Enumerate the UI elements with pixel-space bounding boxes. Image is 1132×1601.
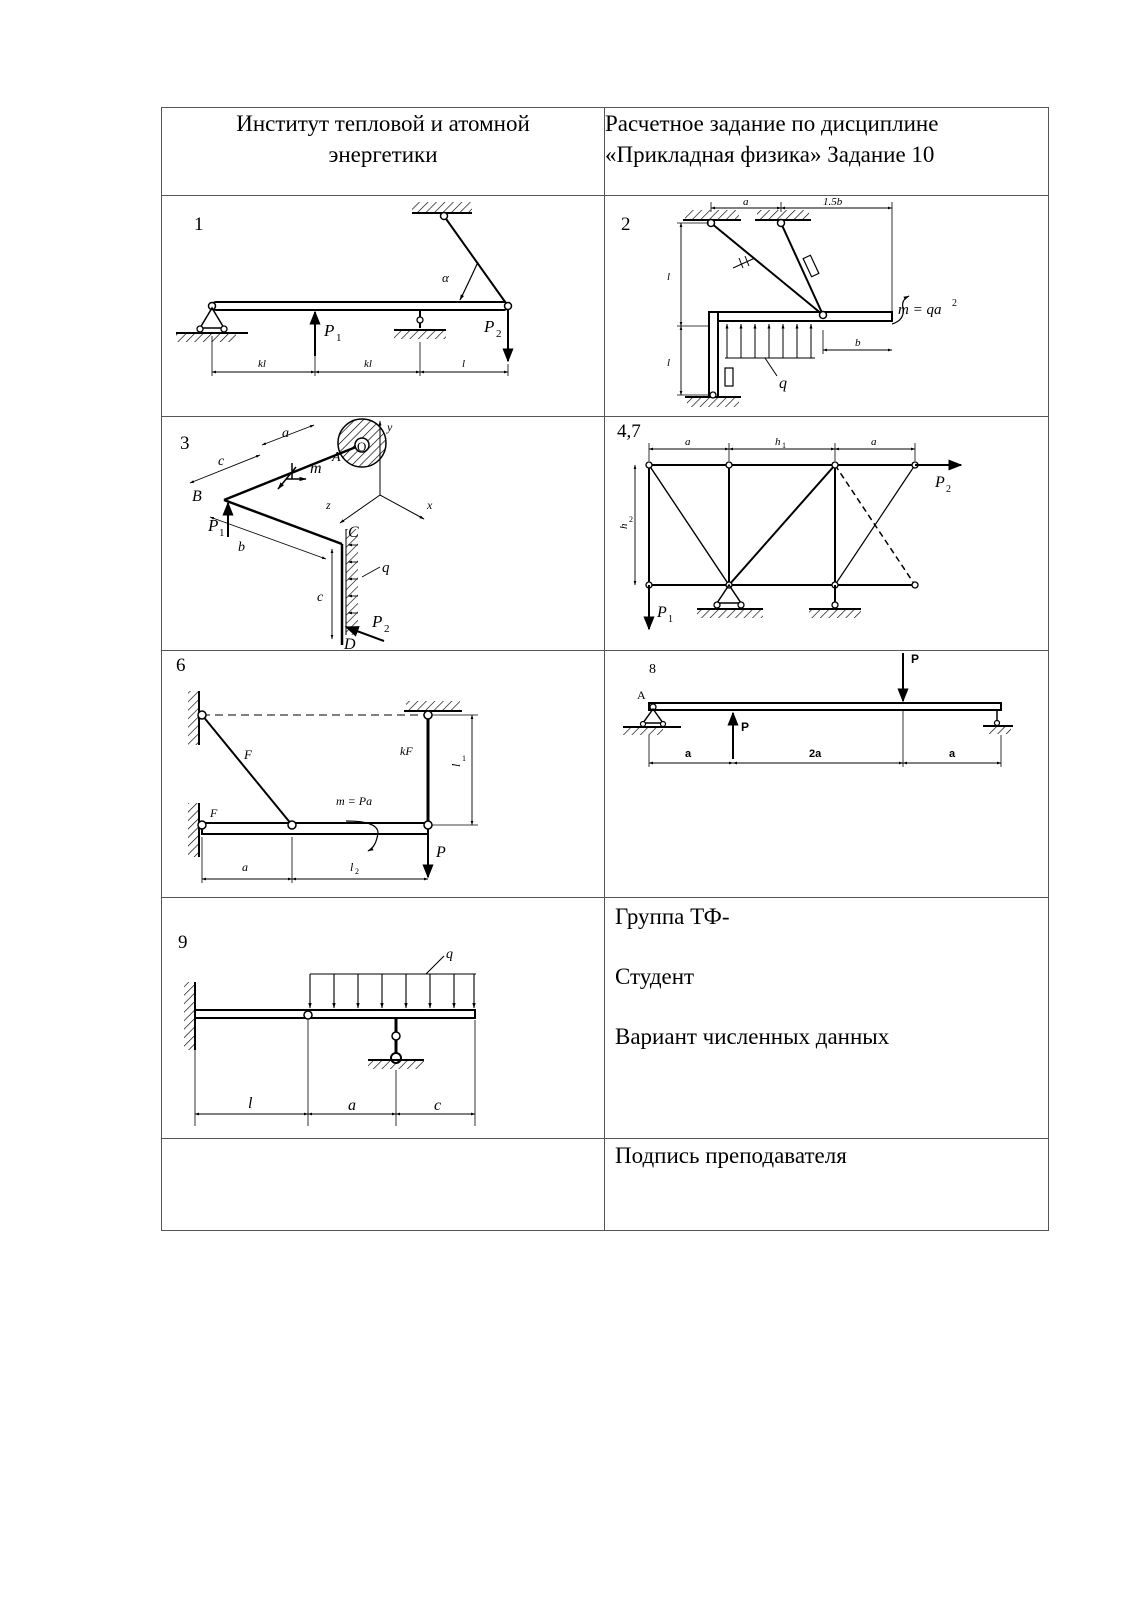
scheme-3-cell: 3 O y x z xyxy=(161,416,605,651)
scheme-1-dim-2: kl xyxy=(364,358,372,370)
scheme-4-7-diagram: 4,7 a h 1 a xyxy=(617,421,963,631)
scheme-6-diagram: 6 F kF xyxy=(176,655,478,883)
scheme-9-cell: 9 q xyxy=(161,897,605,1139)
scheme-3-dim-b: b xyxy=(238,540,245,555)
scheme-4-7-dim-a-2: a xyxy=(871,436,877,448)
scheme-2-moment: m = qa xyxy=(898,302,941,318)
scheme-4-7-dim-h2-sub: 2 xyxy=(629,515,633,524)
scheme-3-number: 3 xyxy=(180,433,190,454)
scheme-6-kf: kF xyxy=(400,744,413,758)
scheme-3-a-point: A xyxy=(331,450,341,465)
scheme-3-q: q xyxy=(382,560,390,576)
scheme-8-dim-2a: 2a xyxy=(809,748,822,760)
scheme-8-cell: 8 A P P xyxy=(604,650,1049,898)
scheme-9-number: 9 xyxy=(178,932,188,953)
scheme-1-p2: P xyxy=(483,317,494,336)
scheme-6-dim-l2: l xyxy=(350,860,354,874)
scheme-3-p2: P xyxy=(371,612,382,631)
scheme-4-7-cell: 4,7 a h 1 a xyxy=(604,416,1049,651)
scheme-6-f-rod: F xyxy=(243,747,253,762)
scheme-3-p1-sub: 1 xyxy=(219,527,225,539)
scheme-3-p2-sub: 2 xyxy=(384,623,390,635)
scheme-3-o: O xyxy=(357,439,366,454)
scheme-8-dim-a-1: a xyxy=(685,748,692,760)
scheme-1-dim-1: kl xyxy=(258,358,266,370)
scheme-6-cell: 6 F kF xyxy=(161,650,605,898)
scheme-4-7-dim-h2: h xyxy=(618,523,630,529)
scheme-4-7-p2-sub: 2 xyxy=(946,484,951,495)
scheme-3-dim-c-1: c xyxy=(218,454,225,469)
scheme-3-p1: P xyxy=(207,516,218,535)
scheme-6-p: P xyxy=(435,844,446,861)
task-cell: Расчетное задание по дисциплине «Приклад… xyxy=(604,107,1049,196)
scheme-8-p-top: P xyxy=(911,652,919,666)
scheme-4-7-dim-a-1: a xyxy=(685,436,691,448)
scheme-4-7-p2: P xyxy=(934,474,945,491)
scheme-1-p1-sub: 1 xyxy=(336,332,342,344)
scheme-9-diagram: 9 q xyxy=(178,932,476,1126)
task-line-2: «Прикладная физика» Задание 10 xyxy=(605,142,935,167)
scheme-6-moment: m = Pa xyxy=(336,794,372,808)
scheme-2-moment-exp: 2 xyxy=(952,298,957,309)
scheme-2-dim-b: b xyxy=(855,337,861,349)
scheme-2-dim-l-2: l xyxy=(667,357,670,369)
scheme-8-p-bottom: P xyxy=(741,720,749,734)
scheme-1-p1: P xyxy=(323,321,334,340)
scheme-3-b-point: B xyxy=(192,488,202,505)
scheme-3-dim-a: a xyxy=(282,426,289,441)
scheme-3-axis-x: x xyxy=(426,498,433,512)
scheme-3-c-point: C xyxy=(348,524,359,541)
scheme-3-diagram: 3 O y x z xyxy=(180,418,433,650)
scheme-1-dim-3: l xyxy=(462,358,465,370)
scheme-8-number: 8 xyxy=(649,662,656,677)
scheme-3-axis-z: z xyxy=(325,498,331,512)
scheme-3-axis-y: y xyxy=(386,420,393,434)
scheme-1-number: 1 xyxy=(194,214,204,235)
scheme-3-m: m xyxy=(310,460,322,477)
scheme-1-diagram: 1 α xyxy=(176,202,514,376)
scheme-8-point-a: A xyxy=(637,688,646,702)
signature-cell: Подпись преподавателя xyxy=(604,1138,1049,1231)
scheme-2-diagram: 2 a 1.5b xyxy=(621,196,957,407)
institute-cell: Институт тепловой и атомной энергетики xyxy=(161,107,605,196)
assignment-table: Институт тепловой и атомной энергетики Р… xyxy=(161,107,1049,1231)
scheme-6-dim-l1: l xyxy=(449,763,463,767)
scheme-1-cell: 1 α xyxy=(161,195,605,417)
scheme-2-number: 2 xyxy=(621,214,631,235)
scheme-1-p2-sub: 2 xyxy=(496,328,502,340)
scheme-9-q: q xyxy=(446,947,453,962)
scheme-2-dim-a: a xyxy=(743,196,749,208)
scheme-2-dim-l-1: l xyxy=(667,271,670,283)
scheme-6-number: 6 xyxy=(176,655,186,676)
scheme-6-dim-l1-sub: 1 xyxy=(462,754,466,763)
scheme-2-dim-1-5b: 1.5b xyxy=(823,196,843,208)
scheme-2-load-q: q xyxy=(779,375,787,392)
scheme-9-dim-l: l xyxy=(248,1095,253,1112)
scheme-4-7-p1-sub: 1 xyxy=(668,614,673,625)
scheme-6-dim-a: a xyxy=(242,860,248,874)
student-info-cell: Группа ТФ- Студент Вариант численных дан… xyxy=(604,897,1049,1139)
variant-label: Вариант численных данных xyxy=(615,1024,890,1049)
scheme-9-dim-a: a xyxy=(348,1097,356,1114)
scheme-9-dim-c: c xyxy=(434,1097,441,1114)
scheme-4-7-dim-h1: h xyxy=(775,436,781,448)
signature-label: Подпись преподавателя xyxy=(615,1143,847,1168)
institute-line-1: Институт тепловой и атомной xyxy=(236,111,530,136)
task-line-1: Расчетное задание по дисциплине xyxy=(605,111,939,136)
scheme-4-7-p1: P xyxy=(656,604,667,621)
group-label: Группа ТФ- xyxy=(615,904,730,929)
scheme-8-dim-a-2: a xyxy=(949,748,956,760)
scheme-8-diagram: 8 A P P xyxy=(623,652,1013,767)
student-label: Студент xyxy=(615,964,695,989)
scheme-6-f-beam: F xyxy=(209,806,218,820)
institute-line-2: энергетики xyxy=(328,142,438,167)
scheme-3-dim-c-2: c xyxy=(317,590,324,605)
scheme-3-d-point: D xyxy=(343,636,356,650)
scheme-2-cell: 2 a 1.5b xyxy=(604,195,1049,417)
scheme-4-7-dim-h1-sub: 1 xyxy=(782,441,786,450)
empty-cell xyxy=(161,1138,605,1231)
scheme-1-alpha: α xyxy=(442,270,450,285)
scheme-6-dim-l2-sub: 2 xyxy=(355,867,359,876)
scheme-4-7-number: 4,7 xyxy=(617,421,641,442)
